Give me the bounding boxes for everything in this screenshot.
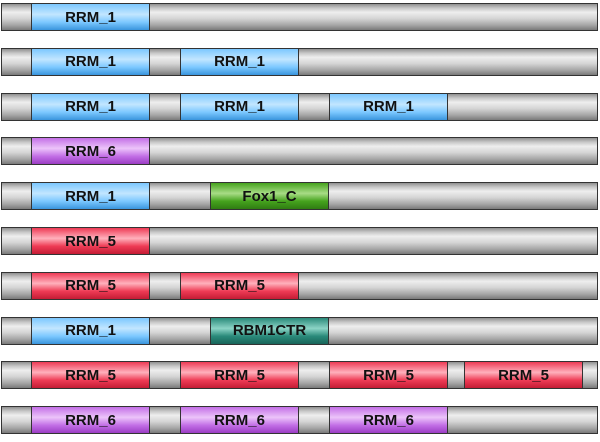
domain-rrm-1[interactable]: RRM_1: [31, 92, 150, 121]
protein-track: RRM_1 RRM_1: [1, 47, 598, 76]
domain-rrm-1[interactable]: RRM_1: [31, 316, 150, 345]
protein-track: RRM_6 RRM_6 RRM_6: [1, 406, 598, 435]
protein-track: RRM_1 RBM1CTR: [1, 316, 598, 345]
domain-rrm-6[interactable]: RRM_6: [180, 406, 299, 435]
protein-track: RRM_1 RRM_1 RRM_1: [1, 92, 598, 121]
domain-rbm1ctr[interactable]: RBM1CTR: [210, 316, 329, 345]
domain-fox1-c[interactable]: Fox1_C: [210, 182, 329, 211]
domain-rrm-6[interactable]: RRM_6: [31, 406, 150, 435]
domain-rrm-1[interactable]: RRM_1: [329, 92, 448, 121]
domain-rrm-5[interactable]: RRM_5: [180, 361, 299, 390]
protein-track: RRM_1: [1, 3, 598, 31]
protein-track: RRM_1 Fox1_C: [1, 182, 598, 211]
protein-track: RRM_5: [1, 227, 598, 255]
domain-rrm-5[interactable]: RRM_5: [31, 271, 150, 300]
domain-rrm-1[interactable]: RRM_1: [180, 47, 299, 76]
domain-rrm-5[interactable]: RRM_5: [329, 361, 448, 390]
domain-rrm-5[interactable]: RRM_5: [180, 271, 299, 300]
domain-rrm-1[interactable]: RRM_1: [31, 182, 150, 211]
protein-track: RRM_5 RRM_5: [1, 271, 598, 300]
domain-rrm-6[interactable]: RRM_6: [329, 406, 448, 435]
domain-rrm-1[interactable]: RRM_1: [31, 47, 150, 76]
domain-rrm-5[interactable]: RRM_5: [31, 227, 150, 255]
protein-track: RRM_6: [1, 137, 598, 166]
domain-rrm-5[interactable]: RRM_5: [31, 361, 150, 390]
domain-rrm-1[interactable]: RRM_1: [31, 3, 150, 31]
protein-track: RRM_5 RRM_5 RRM_5 RRM_5: [1, 361, 598, 390]
domain-rrm-5[interactable]: RRM_5: [464, 361, 583, 390]
domain-rrm-6[interactable]: RRM_6: [31, 137, 150, 166]
domain-rrm-1[interactable]: RRM_1: [180, 92, 299, 121]
